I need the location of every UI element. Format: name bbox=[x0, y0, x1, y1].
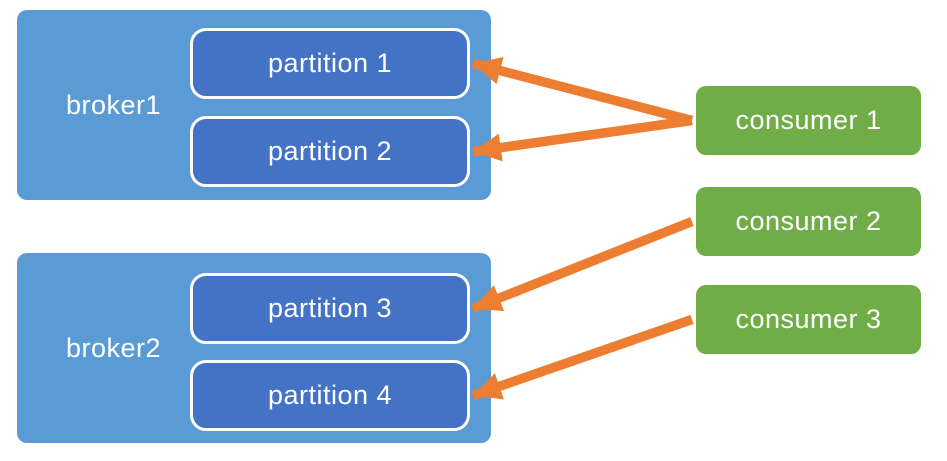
broker1-label: broker1 bbox=[65, 89, 162, 120]
assignment-arrow bbox=[471, 217, 694, 313]
partition-4-box: partition 4 bbox=[190, 360, 470, 431]
consumer-3-box: consumer 3 bbox=[696, 285, 921, 354]
assignment-arrow bbox=[471, 57, 694, 126]
broker1-box: broker1 partition 1 partition 2 bbox=[17, 10, 491, 200]
assignment-arrow bbox=[471, 315, 694, 400]
partition-1-box: partition 1 bbox=[190, 28, 470, 99]
broker2-label: broker2 bbox=[65, 332, 162, 363]
consumer-1-box: consumer 1 bbox=[696, 86, 921, 155]
broker2-box: broker2 partition 3 partition 4 bbox=[17, 253, 491, 443]
partition-2-box: partition 2 bbox=[190, 116, 470, 187]
consumer-2-box: consumer 2 bbox=[696, 187, 921, 256]
partition-3-box: partition 3 bbox=[190, 273, 470, 344]
assignment-arrow bbox=[472, 115, 693, 162]
